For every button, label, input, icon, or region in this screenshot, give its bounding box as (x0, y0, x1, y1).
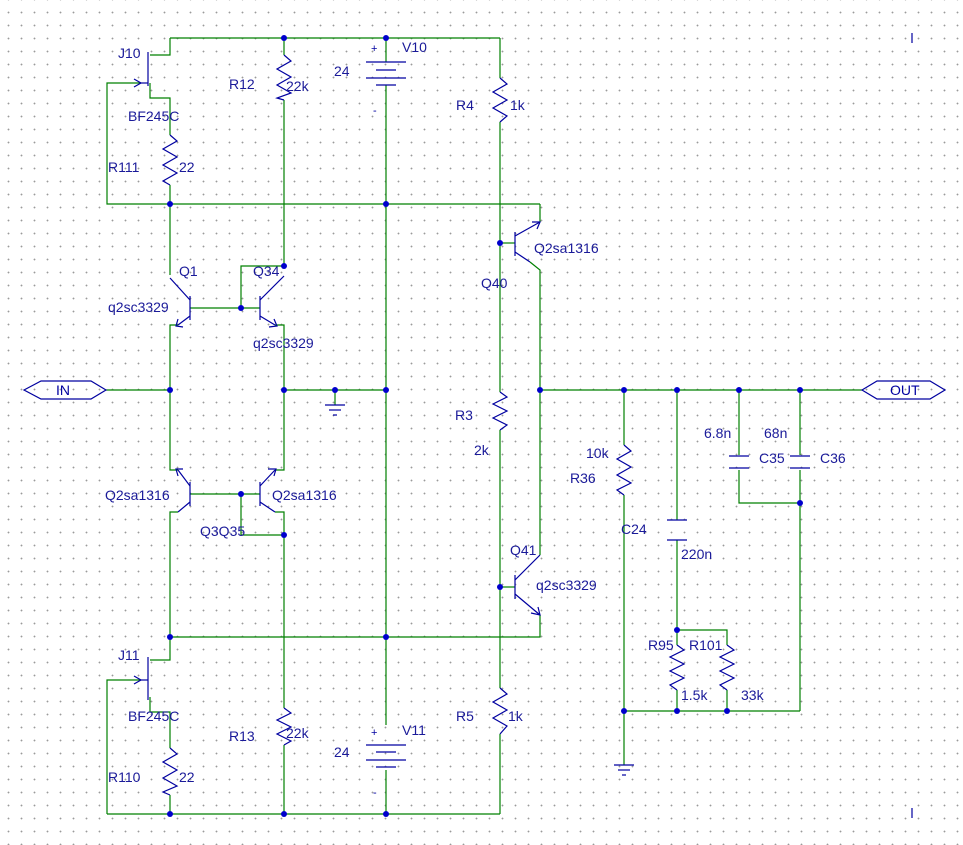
r5-value-label: 1k (508, 708, 524, 724)
r13-name-label: R13 (229, 728, 255, 744)
c36-value-label: 68n (764, 425, 787, 441)
r111-value-label: 22 (179, 159, 195, 175)
v10-name-label: V10 (402, 39, 427, 55)
c24-name-label: C24 (621, 521, 647, 537)
resistor-r4[interactable] (491, 77, 509, 123)
resistor-r101[interactable] (718, 644, 736, 691)
resistor-r36[interactable] (615, 444, 633, 496)
v10-plus-label: + (371, 43, 377, 55)
j10-name-label: J10 (118, 45, 141, 61)
q35-model-label: Q2sa1316 (272, 487, 337, 503)
q3q35-name-label: Q3Q35 (200, 523, 245, 539)
r4-name-label: R4 (456, 97, 474, 113)
j11-model-label: BF245C (128, 708, 179, 724)
c24-value-label: 220n (681, 546, 712, 562)
q1-name-label: Q1 (179, 263, 198, 279)
r5-name-label: R5 (456, 708, 474, 724)
transistor-q40[interactable] (514, 221, 541, 263)
resistor-r3[interactable] (491, 391, 509, 431)
q40-name-label: Q40 (481, 275, 508, 291)
capacitor-c36[interactable] (790, 455, 810, 469)
v10-minus-label: - (373, 105, 377, 117)
q41-name-label: Q41 (510, 542, 537, 558)
wires (106, 37, 862, 815)
q34-model-label: q2sc3329 (253, 335, 314, 351)
ground-icon (325, 404, 345, 416)
q40-model-label: Q2sa1316 (534, 240, 599, 256)
junctions (167, 35, 803, 817)
c35-name-label: C35 (759, 450, 785, 466)
r3-name-label: R3 (455, 407, 473, 423)
r3-value-label: 2k (474, 442, 490, 458)
port-in-label: IN (56, 382, 70, 398)
q3-model-label: Q2sa1316 (105, 487, 170, 503)
v11-minus-label: - (373, 787, 377, 799)
port-in[interactable]: IN (22, 380, 108, 400)
r110-value-label: 22 (179, 769, 195, 785)
jfet-j10[interactable] (133, 52, 149, 88)
v11-value-label: 24 (334, 744, 350, 760)
ground-icon (614, 764, 634, 776)
r12-value-label: 22k (286, 78, 310, 94)
r111-name-label: R111 (108, 159, 140, 175)
c35-value-label: 6.8n (704, 425, 731, 441)
resistor-r13[interactable] (275, 707, 293, 746)
resistor-r5[interactable] (491, 687, 509, 735)
r36-name-label: R36 (570, 470, 596, 486)
battery-v10[interactable] (366, 61, 406, 86)
transistor-q34[interactable] (259, 275, 285, 328)
v10-value-label: 24 (334, 63, 350, 79)
r12-name-label: R12 (229, 76, 255, 92)
capacitor-c24[interactable] (667, 519, 687, 541)
battery-v11[interactable] (366, 744, 406, 768)
resistor-r95[interactable] (668, 644, 686, 691)
port-out-label: OUT (890, 382, 920, 398)
r95-name-label: R95 (648, 637, 674, 653)
resistor-r12[interactable] (275, 54, 293, 101)
r101-value-label: 33k (741, 687, 765, 703)
transistor-q35[interactable] (259, 468, 277, 513)
transistor-q1[interactable] (169, 277, 191, 328)
resistor-r110[interactable] (161, 747, 179, 796)
q1-model-label: q2sc3329 (108, 299, 169, 315)
r13-value-label: 22k (286, 725, 310, 741)
r110-name-label: R110 (108, 769, 141, 785)
capacitor-c35[interactable] (729, 455, 749, 469)
port-out[interactable]: OUT (860, 380, 947, 400)
j11-name-label: J11 (118, 647, 140, 663)
q34-name-label: Q34 (253, 263, 280, 279)
v11-name-label: V11 (402, 722, 426, 738)
transistor-q3[interactable] (175, 468, 191, 513)
r101-name-label: R101 (689, 637, 723, 653)
r95-value-label: 1.5k (681, 687, 708, 703)
r4-value-label: 1k (510, 97, 526, 113)
r36-value-label: 10k (586, 445, 610, 461)
jfet-j11[interactable] (133, 657, 149, 700)
v11-plus-label: + (371, 727, 377, 739)
j10-model-label: BF245C (128, 108, 179, 124)
q41-model-label: q2sc3329 (536, 577, 597, 593)
c36-name-label: C36 (820, 450, 846, 466)
transistor-q41[interactable] (514, 554, 541, 616)
resistor-r111[interactable] (161, 134, 179, 186)
